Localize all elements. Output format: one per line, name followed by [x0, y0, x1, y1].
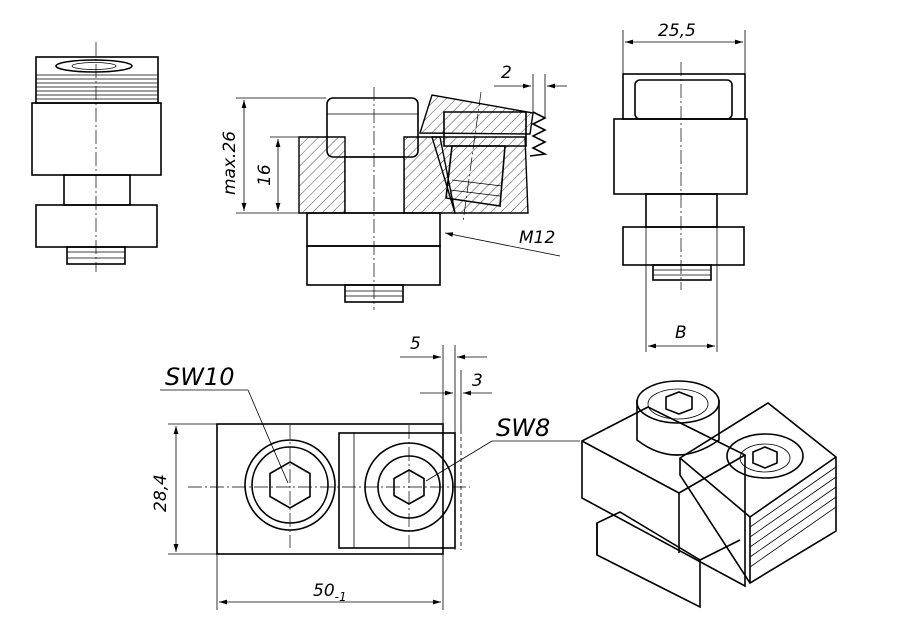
end-view-right: [613, 30, 748, 352]
dim-top-width: 25,5: [658, 21, 696, 41]
label-sw10: SW10: [165, 363, 235, 391]
dim-max-height: max.26: [220, 131, 240, 195]
dim-slot-b: B: [675, 323, 687, 343]
dim-height-28: 28,4: [151, 474, 171, 512]
side-view-left: [31, 42, 162, 272]
dim-length-50: 50-1: [313, 581, 347, 604]
dim-offset-5: 5: [410, 334, 421, 354]
label-sw8: SW8: [496, 414, 550, 442]
dim-gap: 2: [501, 63, 512, 83]
dim-height-16: 16: [255, 164, 275, 186]
plan-view: [160, 345, 580, 610]
dim-thread: M12: [519, 228, 555, 248]
dim-offset-3: 3: [472, 371, 483, 391]
isometric-view: [581, 380, 837, 609]
section-view: [236, 74, 567, 310]
